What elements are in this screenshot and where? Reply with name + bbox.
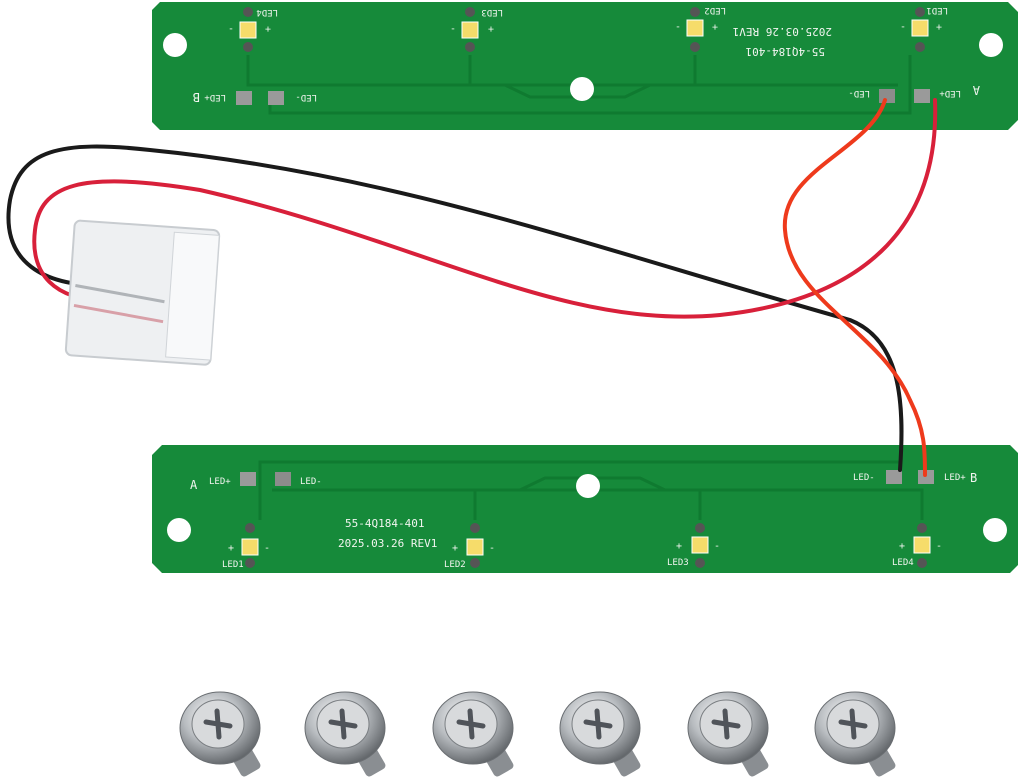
solder-pad	[268, 91, 284, 105]
led-4: + - LED4	[228, 7, 278, 52]
svg-text:-: -	[264, 543, 270, 554]
part-number: 55-4Q184-401	[746, 45, 825, 58]
pcb-substrate	[152, 2, 1018, 130]
led-board-top: A LED+ LED- 55-4Q184-401 2025.03.26 REV1…	[152, 2, 1018, 130]
end-label-b: B	[193, 90, 200, 104]
pad-label-minus: LED-	[848, 88, 870, 98]
led-4: + - LED4	[892, 523, 942, 568]
screw	[432, 691, 514, 777]
svg-text:-: -	[900, 21, 906, 32]
orange-wire	[782, 98, 927, 477]
led-chip	[461, 21, 479, 39]
svg-text:LED4: LED4	[892, 558, 914, 568]
svg-text:LED1: LED1	[926, 5, 948, 15]
red-wire	[32, 98, 938, 319]
svg-text:LED3: LED3	[481, 7, 503, 17]
solder-pad	[275, 472, 291, 486]
solder-pad	[240, 472, 256, 486]
svg-text:LED2: LED2	[444, 560, 466, 570]
svg-text:-: -	[228, 23, 234, 34]
led-2: + - LED2	[444, 523, 495, 570]
pad-label-plus: LED+	[209, 477, 231, 487]
pad-label-plus: LED+	[204, 92, 226, 102]
black-wire	[6, 144, 904, 472]
led-chip	[241, 538, 259, 556]
solder-pad	[918, 470, 934, 484]
svg-text:+: +	[676, 541, 682, 552]
pad-label-plus: LED+	[939, 88, 961, 98]
revision-label: 2025.03.26 REV1	[733, 25, 832, 38]
svg-text:+: +	[452, 543, 458, 554]
screw-set	[179, 691, 896, 777]
screw	[687, 691, 769, 777]
svg-text:+: +	[228, 543, 234, 554]
pad-label-minus: LED-	[300, 477, 322, 487]
mount-hole	[163, 33, 187, 57]
center-hole	[576, 474, 600, 498]
led-3: + - LED3	[450, 7, 503, 52]
solder-pad	[914, 89, 930, 103]
led-chip	[913, 536, 931, 554]
part-number: 55-4Q184-401	[345, 517, 424, 530]
led-chip	[686, 19, 704, 37]
pad-label-minus: LED-	[295, 92, 317, 102]
led-chip	[911, 19, 929, 37]
solder-pad	[236, 91, 252, 105]
svg-text:-: -	[450, 23, 456, 34]
end-label-b: B	[970, 471, 977, 485]
svg-text:LED4: LED4	[256, 7, 278, 17]
pad-label-plus: LED+	[944, 473, 966, 483]
svg-text:+: +	[712, 21, 718, 32]
mount-hole	[983, 518, 1007, 542]
solder-pad	[886, 470, 902, 484]
pad-label-minus: LED-	[853, 473, 875, 483]
end-label-a: A	[190, 478, 198, 492]
end-label-a: A	[972, 83, 980, 97]
led-2: + - LED2	[675, 5, 726, 52]
solder-pad	[879, 89, 895, 103]
svg-text:-: -	[936, 541, 942, 552]
led-1: + - LED1	[900, 5, 948, 52]
wire-connector	[64, 219, 221, 366]
svg-text:-: -	[714, 541, 720, 552]
led-chip	[691, 536, 709, 554]
led-chip	[466, 538, 484, 556]
svg-text:-: -	[489, 543, 495, 554]
wire-harness	[6, 98, 938, 477]
led-chip	[239, 21, 257, 39]
svg-text:+: +	[488, 23, 494, 34]
svg-text:+: +	[936, 21, 942, 32]
center-hole	[570, 77, 594, 101]
mount-hole	[167, 518, 191, 542]
screw	[559, 691, 641, 777]
led-board-bottom: A LED+ LED- 55-4Q184-401 2025.03.26 REV1…	[152, 445, 1018, 573]
svg-text:LED3: LED3	[667, 558, 689, 568]
svg-text:LED2: LED2	[704, 5, 726, 15]
revision-label: 2025.03.26 REV1	[338, 537, 437, 550]
svg-text:LED1: LED1	[222, 560, 244, 570]
led-1: + - LED1	[222, 523, 270, 570]
screw	[179, 691, 261, 777]
svg-text:+: +	[265, 23, 271, 34]
svg-text:-: -	[675, 21, 681, 32]
svg-text:+: +	[899, 541, 905, 552]
led-3: + - LED3	[667, 523, 720, 568]
mount-hole	[979, 33, 1003, 57]
pcb-substrate	[152, 445, 1018, 573]
screw	[304, 691, 386, 777]
screw	[814, 691, 896, 777]
